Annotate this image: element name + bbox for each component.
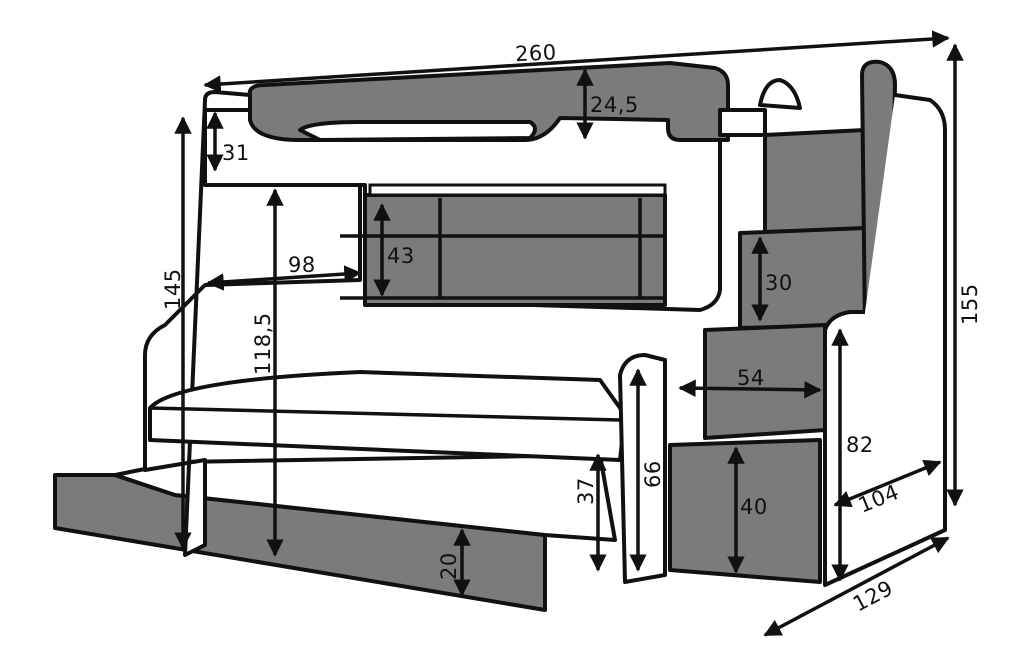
dim-total-depth: 129 bbox=[849, 576, 897, 617]
dimension-lines bbox=[174, 30, 964, 637]
shelf-unit bbox=[363, 193, 667, 307]
upper-rail-cutout bbox=[298, 120, 537, 142]
top-bolster bbox=[758, 78, 802, 110]
stair-step-3 bbox=[703, 323, 827, 440]
stair-step-1 bbox=[763, 128, 867, 234]
dim-lower-bed-height: 37 bbox=[574, 477, 598, 505]
dim-total-height: 155 bbox=[958, 283, 982, 325]
dim-top-panel-height: 31 bbox=[222, 141, 250, 165]
dim-shelf-height: 43 bbox=[387, 244, 415, 268]
dim-total-length: 260 bbox=[514, 40, 557, 66]
dim-left-height: 145 bbox=[161, 268, 185, 310]
dim-top-rail-height: 24,5 bbox=[590, 93, 639, 117]
upper-right-post bbox=[718, 108, 767, 137]
dim-clearance-height: 118,5 bbox=[251, 312, 275, 375]
shelf-backlight bbox=[368, 183, 667, 197]
dim-step-width: 54 bbox=[737, 366, 765, 390]
dim-stair-height: 82 bbox=[846, 433, 874, 457]
lower-mattress-edge bbox=[149, 406, 621, 422]
dim-lower-opening: 98 bbox=[288, 253, 316, 277]
dim-drawer-height: 40 bbox=[740, 495, 768, 519]
dim-side-panel-height: 66 bbox=[641, 460, 665, 488]
dim-drawer-box-height: 20 bbox=[437, 552, 461, 580]
dim-step-height: 30 bbox=[765, 271, 793, 295]
lower-mattress bbox=[148, 370, 627, 462]
